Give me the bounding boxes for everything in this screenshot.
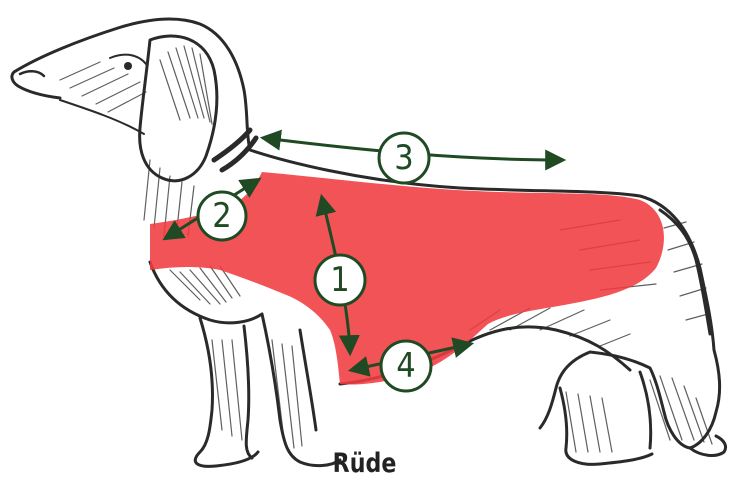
marker-4: 4 bbox=[381, 341, 431, 391]
marker-1-label: 1 bbox=[330, 260, 349, 300]
marker-3-label: 3 bbox=[394, 138, 413, 178]
marker-3: 3 bbox=[379, 133, 429, 183]
caption-title: Rüde bbox=[66, 448, 664, 479]
marker-2-label: 2 bbox=[212, 196, 231, 236]
marker-2: 2 bbox=[198, 192, 246, 240]
marker-1: 1 bbox=[315, 255, 365, 305]
marker-4-label: 4 bbox=[396, 346, 415, 386]
